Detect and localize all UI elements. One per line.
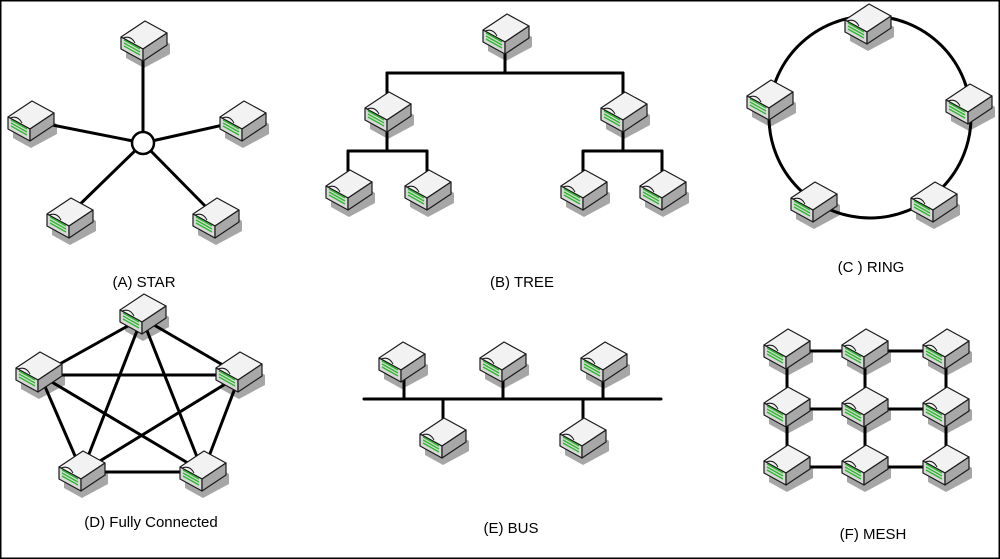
star-hub [130,130,156,156]
fully-connected-topology: (D) Fully Connected [15,293,266,531]
mesh-topology: (F) MESH [763,328,973,543]
tree-topology: (B) TREE [325,13,690,291]
ring-topology: (C ) RING [746,3,996,276]
caption-bus: (E) BUS [483,520,538,537]
caption-star: (A) STAR [112,274,175,291]
caption-fully-connected: (D) Fully Connected [84,514,217,531]
star-topology: (A) STAR [7,20,270,291]
caption-mesh: (F) MESH [840,526,907,543]
caption-tree: (B) TREE [490,274,554,291]
bus-topology: (E) BUS [362,341,663,537]
caption-ring: (C ) RING [838,259,905,276]
